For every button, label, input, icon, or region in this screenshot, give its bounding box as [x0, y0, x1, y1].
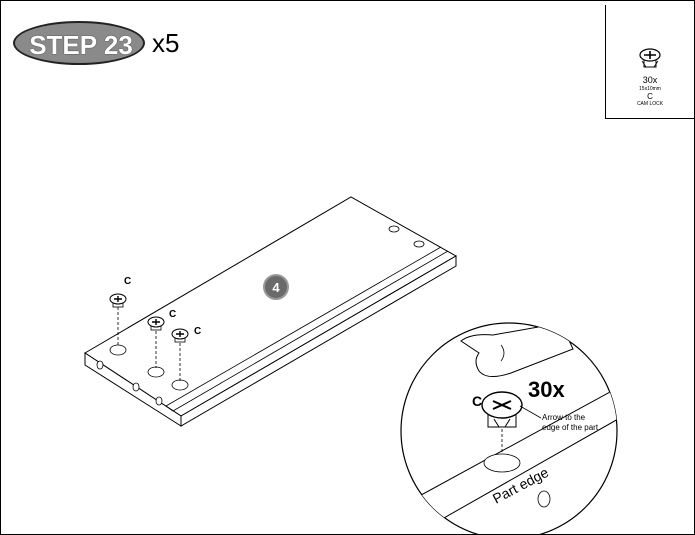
cam-lock-icon [109, 293, 127, 308]
detail-cam-label: C [472, 393, 482, 409]
edge-hole [96, 360, 104, 370]
hardware-code: C [647, 92, 653, 101]
hardware-size: 15x10mm [639, 86, 661, 92]
step-multiplier: x5 [152, 28, 180, 58]
board-top-face [84, 196, 458, 417]
edge-hole [537, 490, 551, 508]
cam-hole [171, 379, 189, 391]
step-label: STEP 23 [29, 30, 133, 60]
cam-label: C [124, 276, 131, 287]
board-side-edge [180, 255, 457, 427]
hardware-name: CAM LOCK [636, 101, 664, 107]
board-groove [165, 246, 449, 412]
board-hole [413, 240, 425, 248]
cam-lock-icon [171, 328, 189, 343]
arrow-note-line1: Arrow to the [542, 413, 586, 422]
edge-hole [155, 396, 163, 406]
finger-illustration [460, 323, 574, 377]
cam-label: C [194, 326, 201, 337]
part-number: 4 [272, 280, 280, 295]
cam-label: C [169, 309, 176, 320]
step-badge: STEP 23 [13, 21, 145, 65]
arrow-leader [519, 405, 542, 419]
hardware-panel: 30x 15x10mm C CAM LOCK [605, 5, 694, 119]
cam-hole [483, 453, 521, 473]
cam-lock-icon [147, 316, 165, 331]
cam-lock-icon [639, 48, 661, 68]
hardware-quantity: 30x [642, 75, 658, 85]
cam-hole [109, 344, 127, 356]
part-number-badge [263, 274, 289, 300]
cam-lock-icon [481, 391, 523, 428]
arrow-note-line2: edge of the part [542, 423, 599, 432]
detail-quantity: 30x [528, 377, 565, 402]
cam-hole [147, 366, 165, 378]
board-hole [388, 225, 400, 233]
edge-hole [132, 382, 140, 392]
